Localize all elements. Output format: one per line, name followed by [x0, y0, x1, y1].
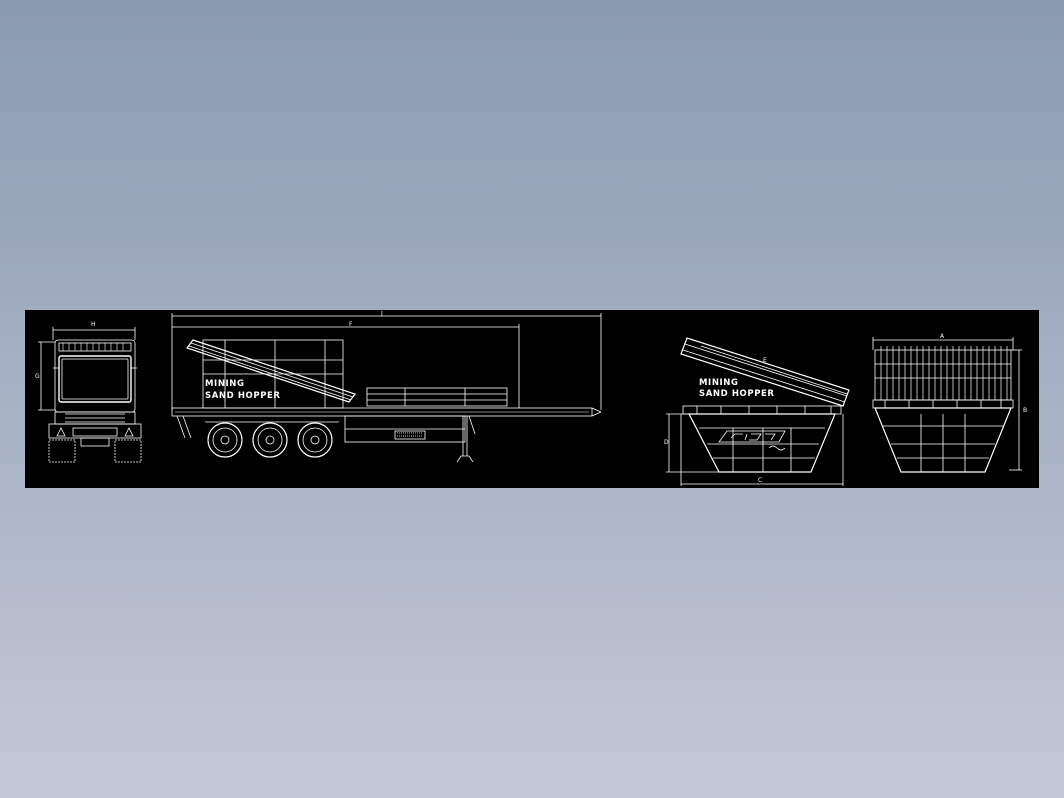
- dimension-c-line: [680, 414, 844, 486]
- rear-view: [872, 337, 1022, 473]
- cad-drawing-frame: H G J F E D C A B MINING SAND HOPPER MIN…: [25, 310, 1039, 488]
- dimension-h-line: [52, 327, 136, 340]
- dimension-g-line: [38, 341, 55, 411]
- cad-drawing: H G J F E D C A B MINING SAND HOPPER MIN…: [35, 310, 1027, 486]
- dimension-label-b: B: [1023, 407, 1027, 414]
- dimension-f-line: [172, 324, 520, 408]
- dimension-label-c: C: [758, 477, 762, 484]
- front-view-truck: [38, 327, 142, 463]
- dimension-label-a: A: [940, 333, 945, 340]
- dimension-label-e: E: [763, 357, 767, 364]
- dimension-d-line: [666, 413, 719, 473]
- side-hopper-label-line2: SAND HOPPER: [205, 391, 281, 401]
- hopper-label-line2: SAND HOPPER: [699, 389, 775, 399]
- side-hopper-label-line1: MINING: [205, 379, 245, 389]
- dimension-e-line: [700, 345, 848, 395]
- dimension-label-h: H: [91, 321, 96, 328]
- side-view-trailer: [171, 313, 602, 463]
- dimension-label-f: F: [349, 321, 353, 328]
- dimension-label-j: J: [380, 310, 383, 317]
- dimension-j-line: [171, 313, 602, 410]
- hopper-label-line1: MINING: [699, 378, 739, 388]
- brand-logo-icon: [718, 430, 786, 451]
- dimension-label-d: D: [664, 439, 669, 446]
- dimension-label-g: G: [35, 373, 40, 380]
- hopper-view: [666, 337, 850, 486]
- dimension-a-line: [872, 337, 1014, 350]
